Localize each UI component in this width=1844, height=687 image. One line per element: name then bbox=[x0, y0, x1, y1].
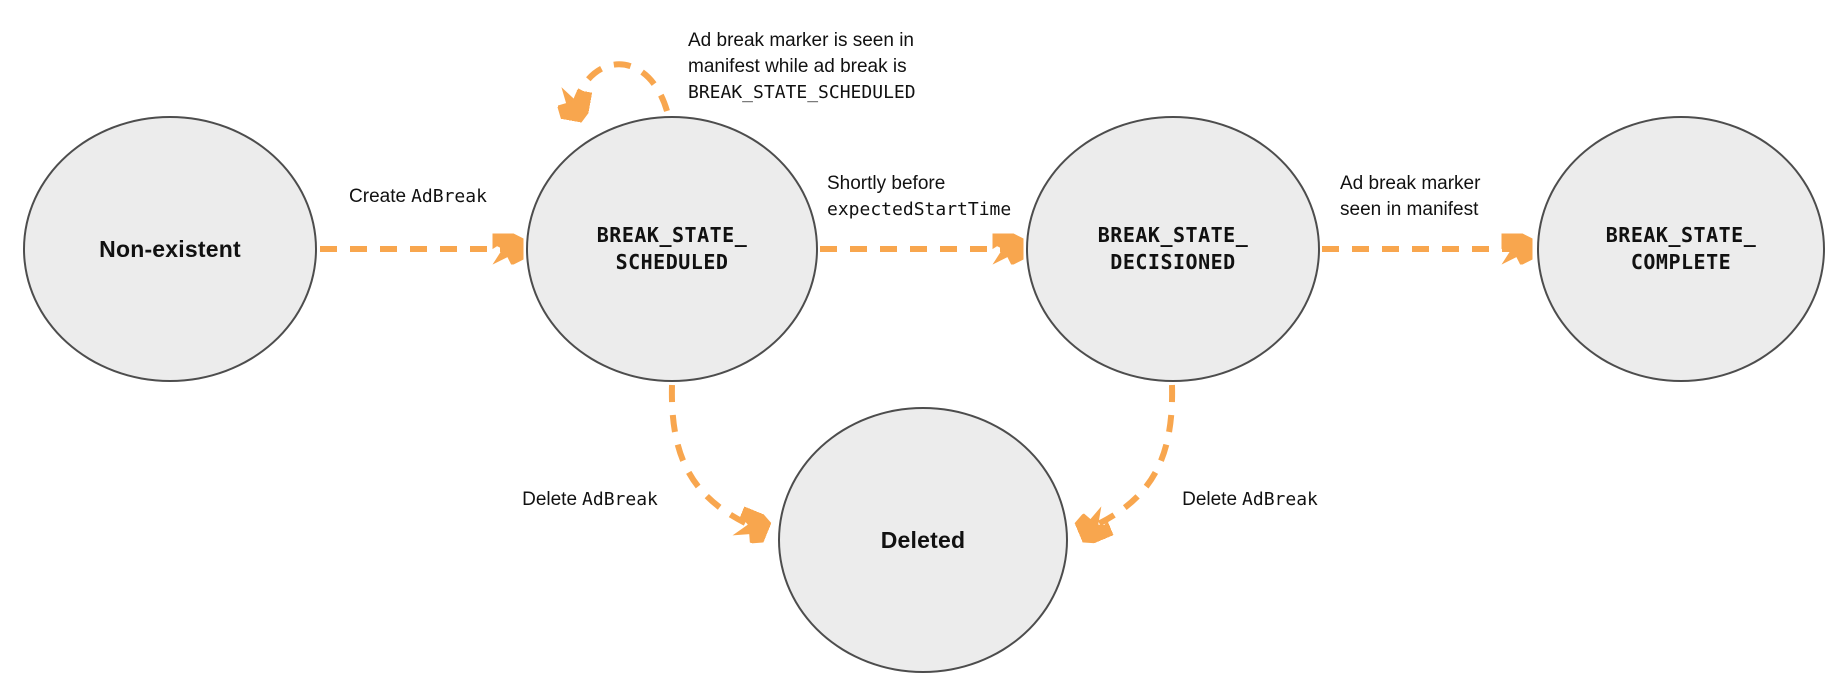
state-deleted: Deleted bbox=[778, 407, 1068, 673]
edge-label-code: AdBreak bbox=[411, 186, 487, 207]
edge-label-text: Delete bbox=[522, 489, 578, 510]
edge-label-line2: seen in manifest bbox=[1340, 199, 1479, 220]
state-break-state-decisioned: BREAK_STATE_ DECISIONED bbox=[1026, 116, 1320, 382]
edge-label-self-loop: Ad break marker is seen in manifest whil… bbox=[688, 28, 916, 106]
edge-label-code: expectedStartTime bbox=[827, 199, 1012, 220]
edge-label-code: BREAK_STATE_SCHEDULED bbox=[688, 82, 916, 103]
edge-label-text: Create bbox=[349, 186, 407, 207]
edge-label-text: Shortly before bbox=[827, 173, 946, 194]
edge-label-shortly-before: Shortly before expectedStartTime bbox=[827, 171, 1011, 223]
edge-label-marker-seen: Ad break marker seen in manifest bbox=[1340, 171, 1480, 223]
edge-decisioned-to-deleted bbox=[1083, 384, 1176, 531]
state-label-line2: DECISIONED bbox=[1110, 250, 1236, 274]
edge-label-line1: Ad break marker bbox=[1340, 173, 1481, 194]
state-label-line1: BREAK_STATE_ bbox=[596, 223, 748, 247]
edge-label-text: Delete bbox=[1182, 489, 1238, 510]
state-label-line1: BREAK_STATE_ bbox=[1605, 223, 1757, 247]
state-break-state-scheduled: BREAK_STATE_ SCHEDULED bbox=[526, 116, 818, 382]
edge-label-line1: Ad break marker is seen in bbox=[688, 30, 914, 51]
edge-self-loop-scheduled bbox=[572, 61, 670, 116]
state-label-line1: BREAK_STATE_ bbox=[1097, 223, 1249, 247]
state-label-line2: COMPLETE bbox=[1630, 250, 1732, 274]
state-label: Non-existent bbox=[99, 235, 241, 262]
state-non-existent: Non-existent bbox=[23, 116, 317, 382]
edge-label-line2: manifest while ad break is bbox=[688, 56, 907, 77]
state-label: Deleted bbox=[880, 526, 966, 553]
state-label-line2: SCHEDULED bbox=[615, 250, 729, 274]
edge-label-code: AdBreak bbox=[1242, 489, 1318, 510]
edge-label-code: AdBreak bbox=[582, 489, 658, 510]
edge-scheduled-to-deleted bbox=[668, 384, 763, 531]
state-break-state-complete: BREAK_STATE_ COMPLETE bbox=[1537, 116, 1825, 382]
